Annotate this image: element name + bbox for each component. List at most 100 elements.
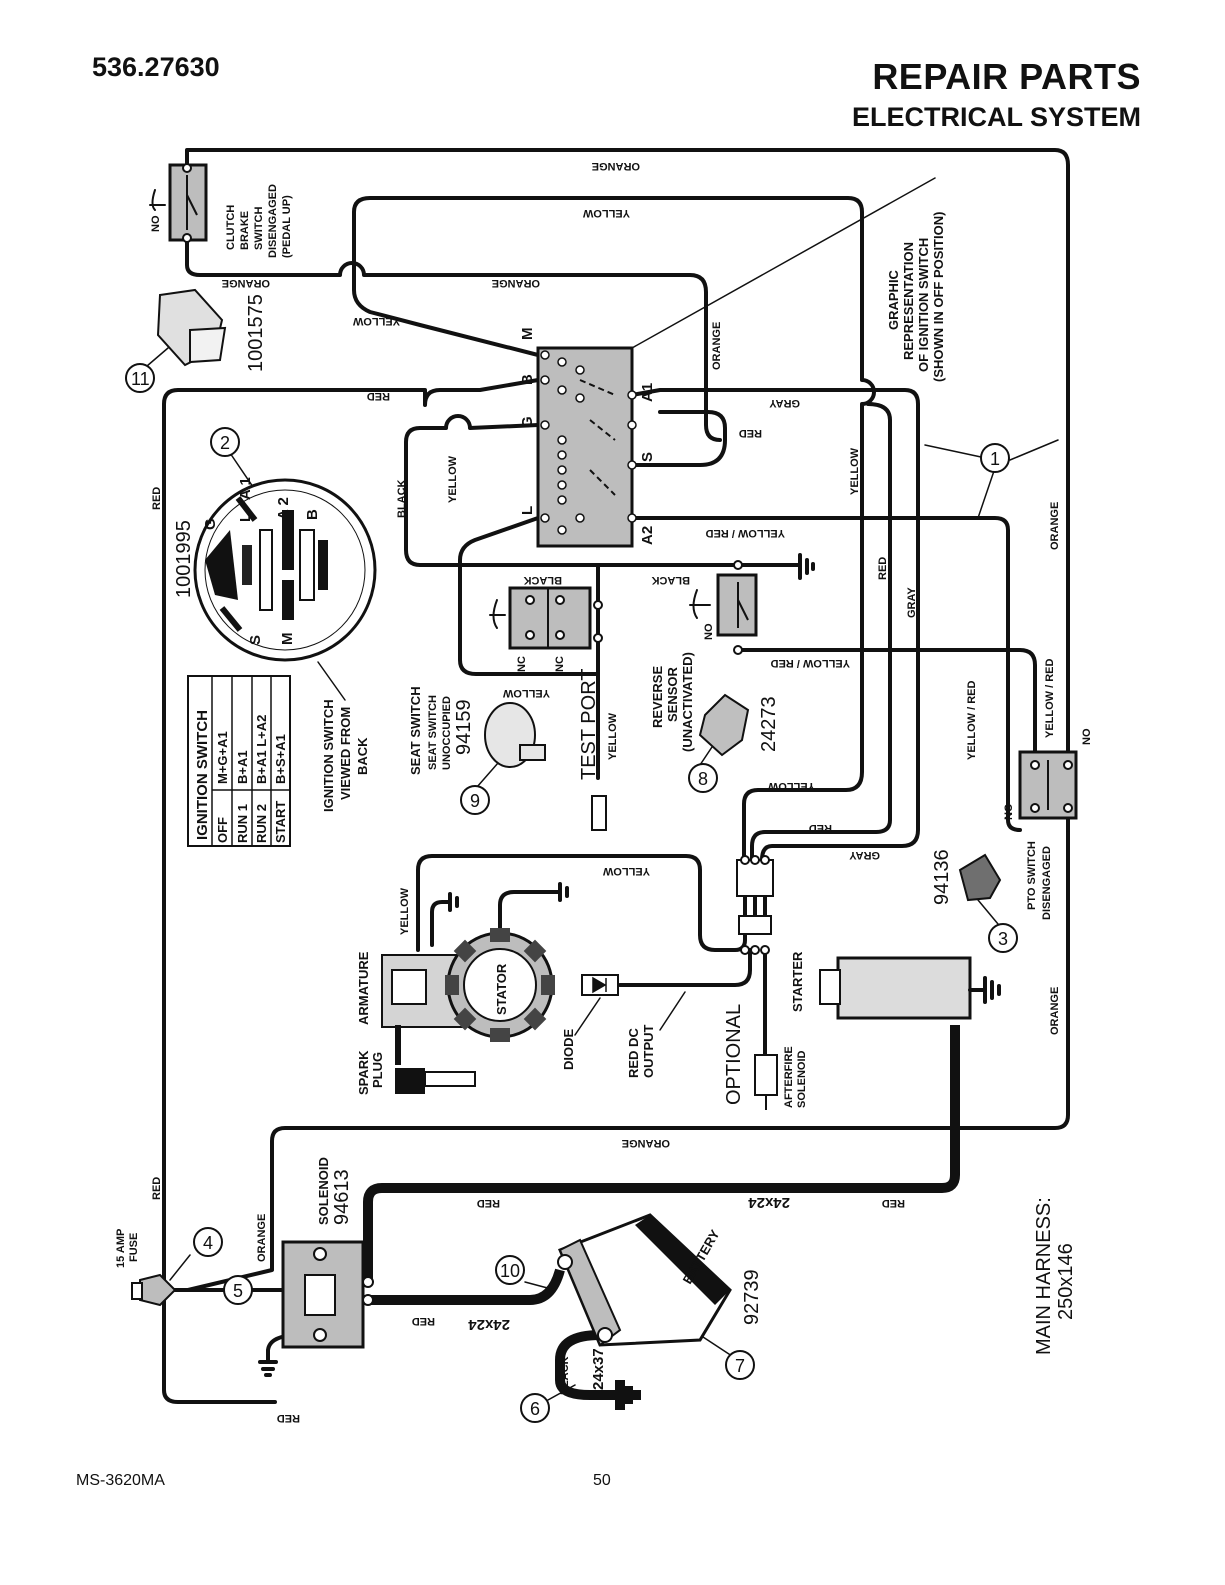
ign-table-row3-pos: START bbox=[273, 801, 288, 843]
wire-labels: ORANGE YELLOW ORANGE ORANGE YELLOW ORANG… bbox=[151, 160, 1061, 1424]
label-red-cable-bottom: RED bbox=[412, 1315, 435, 1327]
label-orange-solenoid: ORANGE bbox=[256, 1214, 268, 1262]
stator bbox=[445, 928, 555, 1042]
wire-gray bbox=[630, 388, 920, 862]
starter-solenoid bbox=[281, 1240, 374, 1349]
graphic-rep-1: GRAPHIC bbox=[886, 269, 901, 330]
part-3-callout: 3 bbox=[998, 929, 1008, 949]
part-9-callout: 9 bbox=[470, 791, 480, 811]
label-red-right: RED bbox=[877, 557, 889, 580]
wire-armature-ground bbox=[430, 892, 459, 947]
label-orange-lower: ORANGE bbox=[1049, 987, 1061, 1035]
label-gray-conn: GRAY bbox=[849, 849, 880, 861]
part-11-callout: 11 bbox=[131, 369, 150, 389]
seat-switch bbox=[489, 586, 603, 650]
reverse-sensor-icon bbox=[698, 693, 750, 757]
label-yellow-top: YELLOW bbox=[582, 207, 630, 219]
seat-switch-line3: UNOCCUPIED bbox=[441, 696, 453, 770]
optional-label: OPTIONAL bbox=[723, 1004, 745, 1105]
wire-orange-clutch bbox=[185, 236, 722, 442]
part-7-callout: 7 bbox=[735, 1356, 745, 1376]
part-6-callout: 6 bbox=[530, 1399, 540, 1419]
doc-code: MS-3620MA bbox=[76, 1472, 165, 1489]
part-5-circle bbox=[223, 1275, 253, 1305]
label-red-top: RED bbox=[367, 390, 390, 402]
terminal-a1: A1 bbox=[639, 383, 656, 402]
leader-graphic bbox=[631, 177, 936, 349]
cable-red-24x24-top bbox=[363, 1025, 960, 1282]
starter-label: STARTER bbox=[790, 951, 805, 1012]
label-yellow-red-pto1: YELLOW / RED bbox=[966, 681, 978, 761]
label-yellow-seat: YELLOW bbox=[502, 687, 550, 699]
label-black-battery: BLACK bbox=[559, 1356, 571, 1395]
seat-switch-line2: SEAT SWITCH bbox=[427, 695, 439, 770]
wire-yellow-armature bbox=[416, 854, 747, 952]
part-10-circle bbox=[495, 1255, 525, 1285]
label-orange-top: ORANGE bbox=[592, 160, 640, 172]
wire-orange-top bbox=[185, 148, 1070, 1292]
ign-view-3: BACK bbox=[355, 737, 370, 775]
harness-label-2: 250x146 bbox=[1055, 1243, 1077, 1320]
disc-terminal-m: M bbox=[279, 633, 296, 646]
label-yellow-red-rev: YELLOW / RED bbox=[771, 657, 851, 669]
part-3-circle bbox=[988, 923, 1018, 953]
test-port-label: TEST PORT bbox=[578, 668, 600, 780]
graphic-rep-4: (SHOWN IN OFF POSITION) bbox=[931, 212, 946, 382]
pto-switch bbox=[1018, 750, 1078, 820]
clutch-label-5: (PEDAL UP) bbox=[281, 195, 293, 258]
clutch-no-label: NO bbox=[150, 215, 162, 232]
terminal-b: B bbox=[519, 374, 536, 385]
wire-red-left bbox=[162, 378, 540, 1404]
wire-l bbox=[458, 516, 600, 676]
label-orange-mid: ORANGE bbox=[492, 277, 540, 289]
pto-line1: PTO SWITCH bbox=[1026, 841, 1038, 910]
seat-nc-2: NC bbox=[554, 656, 566, 672]
disc-terminal-g: G bbox=[202, 518, 219, 530]
disc-terminal-a2: A 2 bbox=[275, 497, 292, 520]
clutch-label-3: SWITCH bbox=[253, 207, 265, 250]
label-yellow-red-a2: YELLOW / RED bbox=[706, 527, 786, 539]
wire-solenoid-ground bbox=[258, 1333, 302, 1377]
part-1-circle bbox=[980, 443, 1010, 473]
wire-red-right bbox=[750, 402, 892, 862]
terminal-m: M bbox=[519, 328, 536, 341]
clutch-label-1: CLUTCH bbox=[225, 205, 237, 250]
ign-table-row1-conn: B+A1 bbox=[235, 750, 250, 784]
ignition-switch-back-view bbox=[193, 478, 377, 662]
wire-ground-rev bbox=[736, 553, 815, 580]
disc-terminal-l: L bbox=[237, 513, 254, 522]
part-8-callout: 8 bbox=[698, 769, 708, 789]
wire-pto-nc bbox=[1006, 638, 1022, 832]
spark-label-1: SPARK bbox=[356, 1050, 371, 1095]
leader-part6 bbox=[547, 1384, 576, 1401]
afterfire-solenoid bbox=[754, 1054, 778, 1110]
reverse-line3: (UNACTIVATED) bbox=[680, 652, 695, 752]
label-red-bottom: RED bbox=[277, 1412, 300, 1424]
graphic-rep-2: REPRESENTATION bbox=[901, 242, 916, 360]
wire-yellow-top bbox=[352, 196, 876, 862]
harness-label-1: MAIN HARNESS: bbox=[1033, 1197, 1055, 1355]
seat-nc-1: NC bbox=[516, 656, 528, 672]
seat-switch-part: 94159 bbox=[453, 699, 475, 755]
leader-red-dc bbox=[659, 991, 686, 1031]
label-red-fuse: RED bbox=[151, 1177, 163, 1200]
ign-table-row2-pos: RUN 2 bbox=[254, 804, 269, 843]
pto-no-label: NO bbox=[1081, 728, 1093, 745]
part-11-number: 1001575 bbox=[245, 294, 267, 372]
label-black-g: BLACK bbox=[396, 479, 408, 518]
label-orange-ign: ORANGE bbox=[711, 322, 723, 370]
part-2-number: 1001995 bbox=[173, 520, 195, 598]
label-orange-clutch: ORANGE bbox=[222, 277, 270, 289]
label-yellow-ign: YELLOW bbox=[352, 315, 400, 327]
ign-view-2: VIEWED FROM bbox=[338, 707, 353, 800]
terminal-g: G bbox=[519, 416, 536, 428]
cable-red-24x24-bottom bbox=[368, 1268, 565, 1305]
clutch-label-2: BRAKE bbox=[239, 211, 251, 250]
leader-part10 bbox=[524, 1281, 556, 1291]
stator-label: STATOR bbox=[494, 963, 509, 1015]
seat-switch-title: SEAT SWITCH bbox=[408, 686, 423, 775]
wire-yellow-red-a2 bbox=[630, 516, 1010, 642]
label-24x24-top: 24x24 bbox=[748, 1194, 790, 1211]
label-red-cable-top-right: RED bbox=[882, 1197, 905, 1209]
